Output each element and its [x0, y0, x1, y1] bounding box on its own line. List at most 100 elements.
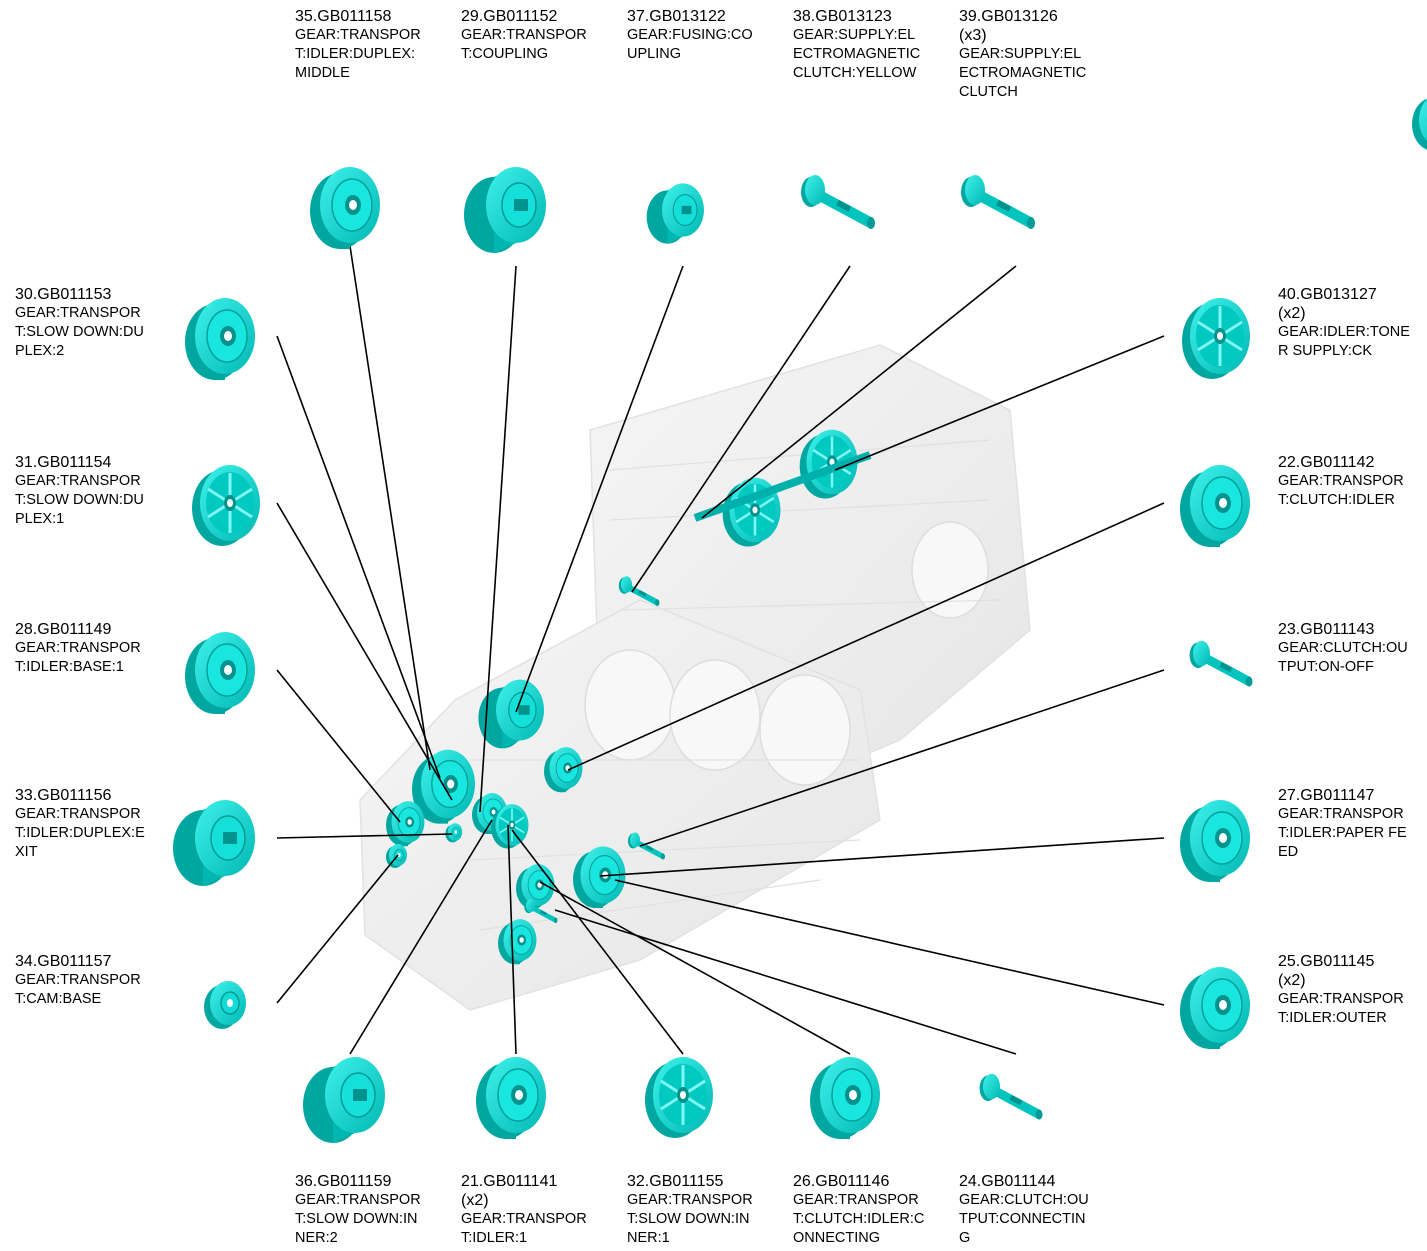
- part-quantity: (x2): [1278, 305, 1306, 323]
- clutch-shaft-icon: [961, 175, 1035, 229]
- leader-line-35: [349, 245, 431, 771]
- part-number: 24.GB011144: [959, 1173, 1056, 1190]
- leader-line-40: [834, 335, 1165, 471]
- part-description: GEAR:TRANSPOR T:IDLER:1: [461, 1211, 587, 1247]
- part-description: GEAR:FUSING:CO UPLING: [627, 27, 753, 63]
- part-label-33: 33.GB011156 GEAR:TRANSPOR T:IDLER:DUPLEX…: [15, 786, 165, 862]
- part-number: 21.GB011141: [461, 1173, 558, 1190]
- cam-icon: [203, 980, 247, 1030]
- part-number: 23.GB011143: [1278, 621, 1375, 638]
- leader-line-23: [639, 669, 1165, 847]
- part-label-40: 40.GB013127 (x2) GEAR:IDLER:TONE R SUPPL…: [1278, 285, 1427, 361]
- part-number: 29.GB011152: [461, 8, 558, 25]
- part-number: 31.GB011154: [15, 454, 112, 471]
- gear-icon: [309, 166, 381, 250]
- part-number: 37.GB013122: [627, 8, 726, 25]
- gear-icon: [1179, 966, 1251, 1050]
- part-description: GEAR:IDLER:TONE R SUPPLY:CK: [1278, 324, 1410, 360]
- part-number: 34.GB011157: [15, 953, 112, 970]
- part-description: GEAR:TRANSPOR T:IDLER:OUTER: [1278, 991, 1404, 1027]
- part-label-36: 36.GB011159 GEAR:TRANSPOR T:SLOW DOWN:IN…: [295, 1172, 445, 1248]
- part-number: 35.GB011158: [295, 8, 392, 25]
- part-description: GEAR:SUPPLY:EL ECTROMAGNETIC CLUTCH:YELL…: [793, 27, 921, 82]
- part-label-24: 24.GB011144 GEAR:CLUTCH:OU TPUT:CONNECTI…: [959, 1172, 1109, 1248]
- leader-line-33: [276, 833, 453, 839]
- gear-icon: [809, 1056, 881, 1140]
- part-description: GEAR:TRANSPOR T:IDLER:DUPLEX:E XIT: [15, 806, 145, 861]
- part-label-26: 26.GB011146 GEAR:TRANSPOR T:CLUTCH:IDLER…: [793, 1172, 943, 1248]
- part-description: GEAR:TRANSPOR T:CLUTCH:IDLER:C ONNECTING: [793, 1192, 925, 1247]
- part-description: GEAR:CLUTCH:OU TPUT:CONNECTIN G: [959, 1192, 1089, 1247]
- gear-icon: [1179, 799, 1251, 883]
- clutch-shaft-icon: [979, 1073, 1043, 1120]
- part-label-23: 23.GB011143 GEAR:CLUTCH:OU TPUT:ON-OFF: [1278, 620, 1427, 677]
- assembled-gears: [385, 428, 872, 965]
- part-description: GEAR:TRANSPOR T:SLOW DOWN:DU PLEX:2: [15, 305, 144, 360]
- leader-line-26: [539, 881, 851, 1055]
- part-label-34: 34.GB011157 GEAR:TRANSPOR T:CAM:BASE: [15, 952, 165, 1009]
- clutch-shaft-icon: [801, 175, 875, 229]
- leader-line-24: [554, 909, 1017, 1055]
- part-description: GEAR:TRANSPOR T:IDLER:DUPLEX: MIDDLE: [295, 27, 421, 82]
- leader-line-34: [276, 854, 399, 1004]
- leader-line-36: [349, 819, 493, 1055]
- part-label-32: 32.GB011155 GEAR:TRANSPOR T:SLOW DOWN:IN…: [627, 1172, 777, 1248]
- part-label-30: 30.GB011153 GEAR:TRANSPOR T:SLOW DOWN:DU…: [15, 285, 165, 361]
- part-number: 28.GB011149: [15, 621, 112, 638]
- part-number: 39.GB013126: [959, 8, 1058, 25]
- part-number: 27.GB011147: [1278, 787, 1375, 804]
- leader-line-30: [276, 335, 441, 779]
- part-description: GEAR:TRANSPOR T:COUPLING: [461, 27, 587, 63]
- part-description: GEAR:TRANSPOR T:SLOW DOWN:DU PLEX:1: [15, 473, 144, 528]
- leader-line-32: [511, 829, 684, 1055]
- leader-line-27: [599, 837, 1165, 877]
- coupling-gear-icon: [302, 1056, 386, 1144]
- part-description: GEAR:TRANSPOR T:CAM:BASE: [15, 972, 141, 1008]
- part-label-37: 37.GB013122 GEAR:FUSING:CO UPLING: [627, 7, 777, 64]
- gear-icon: [184, 631, 256, 715]
- leader-line-39: [701, 265, 1017, 519]
- part-label-39: 39.GB013126 (x3) GEAR:SUPPLY:EL ECTROMAG…: [959, 7, 1109, 102]
- spoked-gear-icon: [1180, 296, 1252, 381]
- part-number: 33.GB011156: [15, 787, 112, 804]
- leader-line-38: [631, 265, 851, 593]
- partial-part-icon: [1411, 92, 1427, 152]
- part-label-25: 25.GB011145 (x2) GEAR:TRANSPOR T:IDLER:O…: [1278, 952, 1427, 1028]
- fusing-coupling-icon: [646, 182, 705, 245]
- part-label-29: 29.GB011152 GEAR:TRANSPOR T:COUPLING: [461, 7, 611, 64]
- part-quantity: (x2): [1278, 972, 1306, 990]
- part-number: 30.GB011153: [15, 286, 112, 303]
- part-description: GEAR:SUPPLY:EL ECTROMAGNETIC CLUTCH: [959, 46, 1087, 101]
- part-label-31: 31.GB011154 GEAR:TRANSPOR T:SLOW DOWN:DU…: [15, 453, 165, 529]
- leader-line-31: [276, 502, 453, 801]
- part-description: GEAR:TRANSPOR T:IDLER:BASE:1: [15, 640, 141, 676]
- part-description: GEAR:TRANSPOR T:CLUTCH:IDLER: [1278, 473, 1404, 509]
- leader-line-37: [515, 265, 684, 713]
- part-number: 38.GB013123: [793, 8, 892, 25]
- leader-line-21: [507, 824, 517, 1055]
- leader-line-28: [276, 669, 401, 823]
- part-number: 32.GB011155: [627, 1173, 724, 1190]
- leader-lines: [276, 245, 1165, 1055]
- part-number: 36.GB011159: [295, 1173, 392, 1190]
- spoked-gear-icon: [190, 463, 262, 548]
- leader-line-22: [567, 502, 1165, 771]
- part-description: GEAR:CLUTCH:OU TPUT:ON-OFF: [1278, 640, 1408, 676]
- part-label-22: 22.GB011142 GEAR:TRANSPOR T:CLUTCH:IDLER: [1278, 453, 1427, 510]
- part-label-28: 28.GB011149 GEAR:TRANSPOR T:IDLER:BASE:1: [15, 620, 165, 677]
- part-description: GEAR:TRANSPOR T:IDLER:PAPER FE ED: [1278, 806, 1407, 861]
- part-number: 25.GB011145: [1278, 953, 1375, 970]
- part-label-21: 21.GB011141 (x2) GEAR:TRANSPOR T:IDLER:1: [461, 1172, 611, 1248]
- part-label-38: 38.GB013123 GEAR:SUPPLY:EL ECTROMAGNETIC…: [793, 7, 943, 83]
- part-quantity: (x3): [959, 27, 987, 45]
- part-label-35: 35.GB011158 GEAR:TRANSPOR T:IDLER:DUPLEX…: [295, 7, 445, 83]
- part-description: GEAR:TRANSPOR T:SLOW DOWN:IN NER:2: [295, 1192, 421, 1247]
- part-number: 26.GB011146: [793, 1173, 890, 1190]
- spoked-gear-icon: [643, 1055, 715, 1140]
- part-quantity: (x2): [461, 1192, 489, 1210]
- part-number: 22.GB011142: [1278, 454, 1375, 471]
- printer-frame-ghost: [359, 344, 1031, 1011]
- clutch-shaft-icon: [1189, 640, 1253, 687]
- leader-line-29: [479, 265, 517, 813]
- gear-icon: [1179, 464, 1251, 548]
